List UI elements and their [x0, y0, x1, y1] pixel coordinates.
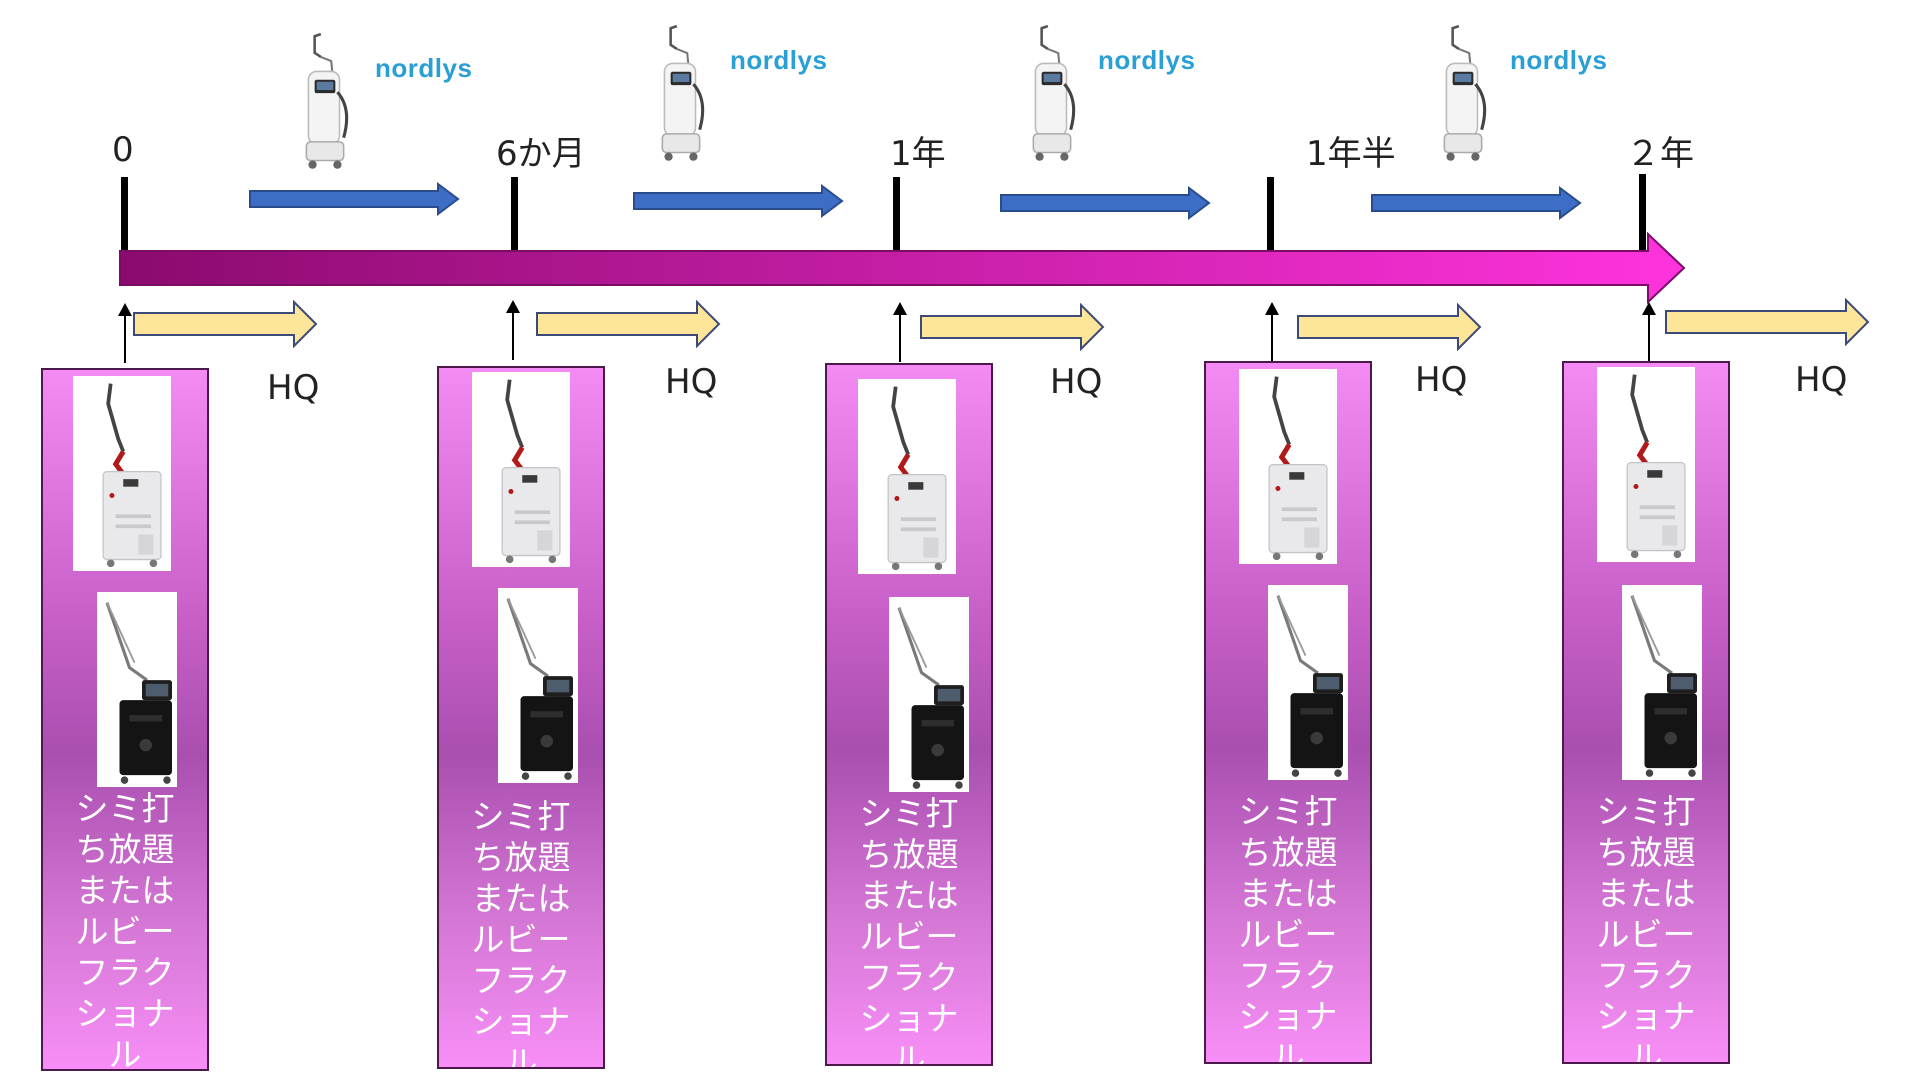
up-arrow [118, 303, 132, 363]
treatment-panel-text: シミ打ち放題またはルビーフラクショナル [1238, 792, 1338, 1064]
timeline-tick [511, 177, 518, 256]
white-laser-console-icon [472, 372, 570, 567]
white-laser-console-icon [73, 376, 171, 571]
black-laser-console-icon [498, 588, 578, 783]
hq-label: HQ [665, 362, 718, 402]
treatment-panel: シミ打ち放題またはルビーフラクショナル [825, 363, 993, 1066]
blue-arrow [1000, 186, 1211, 220]
yellow-arrow [1665, 298, 1870, 346]
tick-label-2-years: ２年 [1626, 134, 1694, 174]
timeline-tick [893, 177, 900, 256]
nordlys-logo: nordlys [375, 53, 473, 83]
hq-label: HQ [1050, 362, 1103, 402]
hq-label: HQ [1415, 360, 1468, 400]
tick-label-6-months: 6か月 [496, 134, 586, 174]
up-arrow [893, 302, 907, 362]
treatment-panel-text: シミ打ち放題またはルビーフラクショナル [471, 797, 571, 1069]
hq-label: HQ [267, 368, 320, 408]
treatment-panel-text: シミ打ち放題またはルビーフラクショナル [75, 789, 175, 1071]
timeline-tick [121, 177, 128, 256]
nordlys-device-icon [1017, 22, 1087, 167]
nordlys-device-icon [1428, 22, 1498, 167]
tick-label-1-year: 1年 [890, 134, 946, 174]
hq-label: HQ [1795, 360, 1848, 400]
nordlys-device-icon [646, 22, 716, 167]
timeline-tick [1639, 174, 1646, 253]
main-timeline-arrow [119, 232, 1686, 304]
black-laser-console-icon [889, 597, 969, 792]
treatment-panel: シミ打ち放題またはルビーフラクショナル [437, 366, 605, 1069]
treatment-panel-text: シミ打ち放題またはルビーフラクショナル [859, 794, 959, 1066]
white-laser-console-icon [1239, 369, 1337, 564]
yellow-arrow [920, 303, 1105, 351]
black-laser-console-icon [1622, 585, 1702, 780]
up-arrow [1642, 302, 1656, 362]
blue-arrow [249, 182, 460, 216]
yellow-arrow [133, 300, 318, 348]
white-laser-console-icon [1597, 367, 1695, 562]
up-arrow [1265, 302, 1279, 362]
black-laser-console-icon [1268, 585, 1348, 780]
blue-arrow [633, 184, 844, 218]
treatment-panel: シミ打ち放題またはルビーフラクショナル [1204, 361, 1372, 1064]
yellow-arrow [536, 300, 721, 348]
treatment-panel: シミ打ち放題またはルビーフラクショナル [41, 368, 209, 1071]
blue-arrow [1371, 186, 1582, 220]
white-laser-console-icon [858, 379, 956, 574]
treatment-panel: シミ打ち放題またはルビーフラクショナル [1562, 361, 1730, 1064]
tick-label-1-5-years: 1年半 [1306, 134, 1396, 174]
nordlys-logo: nordlys [1510, 45, 1608, 75]
yellow-arrow [1297, 303, 1482, 351]
nordlys-logo: nordlys [730, 45, 828, 75]
treatment-panel-text: シミ打ち放題またはルビーフラクショナル [1596, 792, 1696, 1064]
timeline-tick [1267, 177, 1274, 256]
nordlys-logo: nordlys [1098, 45, 1196, 75]
tick-label-0: 0 [112, 130, 134, 170]
up-arrow [506, 300, 520, 360]
nordlys-device-icon [290, 30, 360, 175]
black-laser-console-icon [97, 592, 177, 787]
